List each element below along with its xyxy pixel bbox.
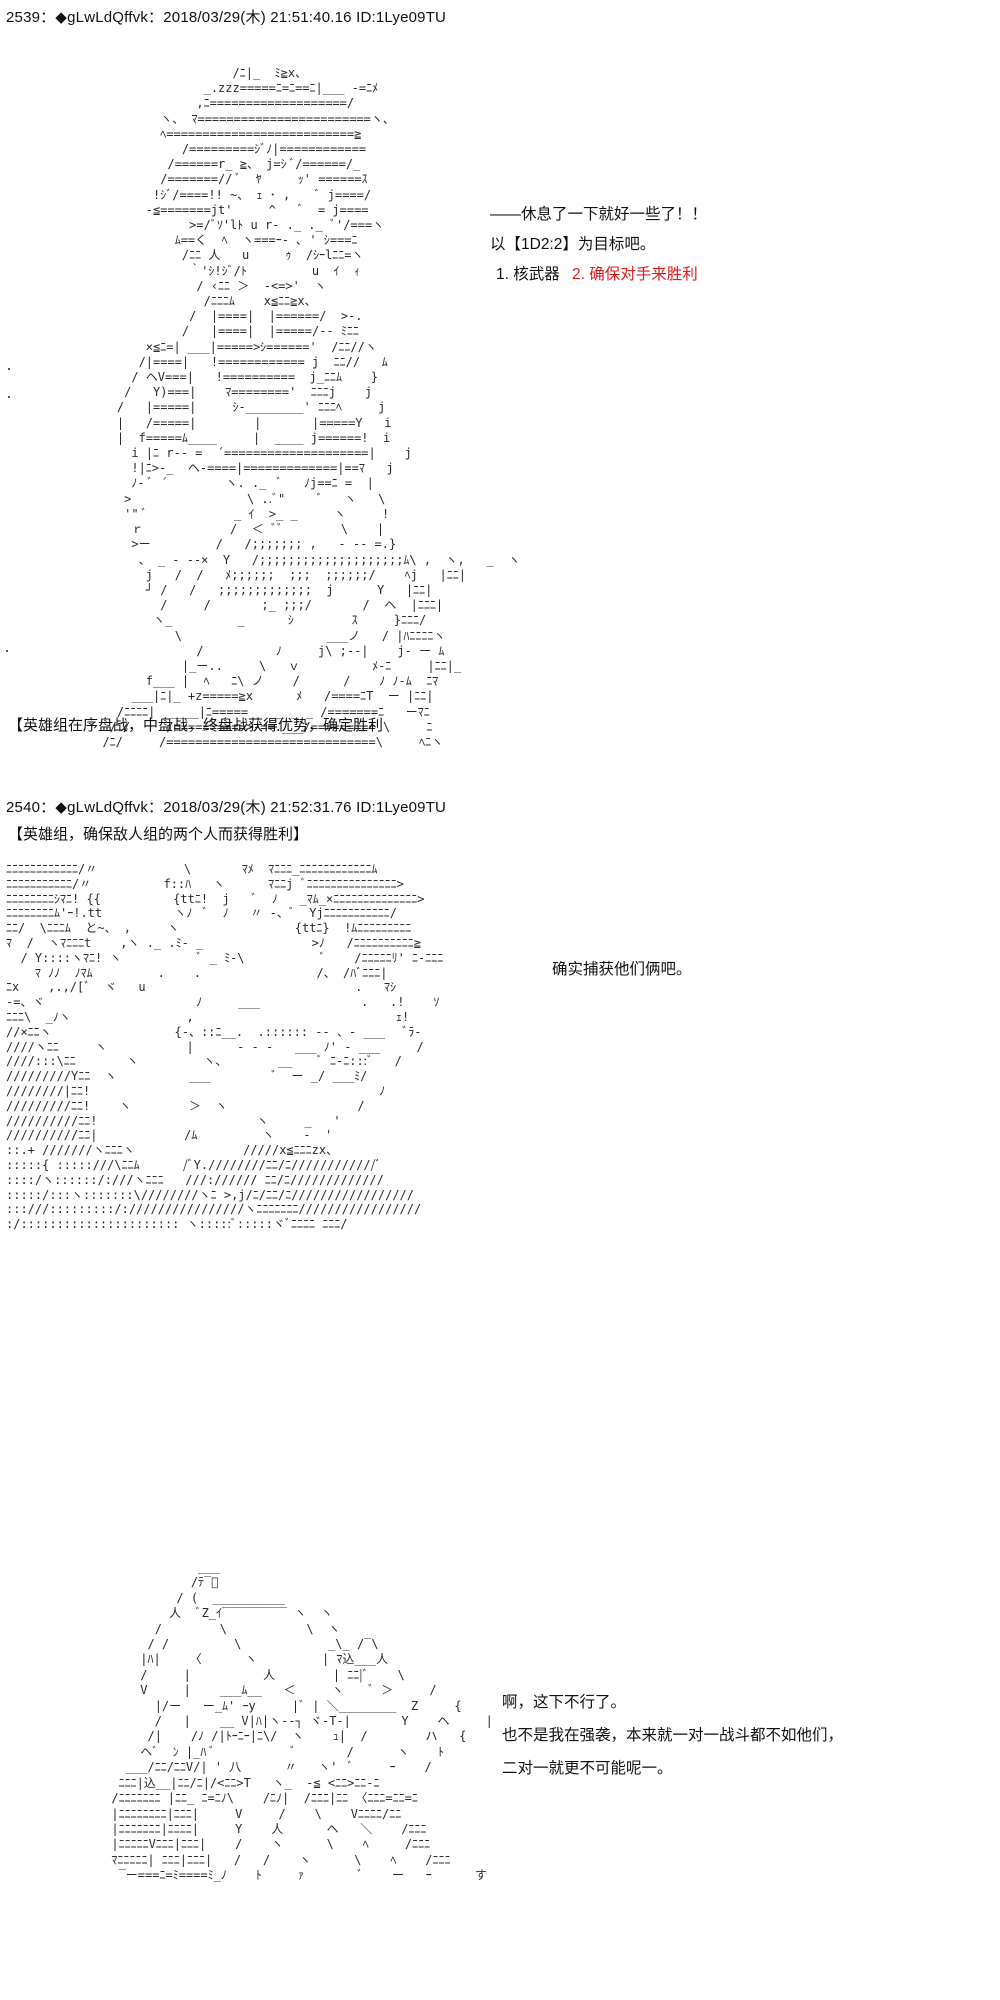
speech-line-roll-target: 以【1D2:2】为目标吧。 — [490, 236, 656, 253]
stray-dot — [6, 650, 8, 652]
speech-two-on-one: 二对一就更不可能呢一。 — [502, 1760, 673, 1777]
speech-not-me-raiding: 也不是我在强袭，本来就一对一战斗都不如他们， — [502, 1727, 844, 1744]
stray-dot — [8, 396, 10, 398]
ascii-art-scene-capture: ﾆﾆﾆﾆﾆﾆﾆﾆﾆﾆﾆﾆ/〃 \ ﾏﾒ ﾏﾆﾆﾆ_ﾆﾆﾆﾆﾆﾆﾆﾆﾆﾆﾆﾆﾑ ﾆ… — [6, 862, 444, 1232]
options-row: 1. 核武器 2. 确保对手来胜利 — [496, 262, 698, 284]
option-1-nuke: 1. 核武器 — [496, 266, 560, 283]
speech-no-good: 啊，这下不行了。 — [502, 1694, 627, 1711]
stray-dot — [8, 368, 10, 370]
speech-line-rest: ——休息了一下就好一些了！！ — [490, 206, 708, 223]
post-2539-footer: 【英雄组在序盘战，中盘战，终盘战获得优势，确定胜利 — [8, 717, 384, 734]
speech-capture-them: 确实捕获他们俩吧。 — [552, 961, 692, 978]
ascii-art-character-1: /ﾆ|_ ﾐ≧x、 _.zzz=====ﾆ=ﾆ==ﾆ|___ -=ﾆﾒ ,ﾆ==… — [102, 66, 521, 749]
option-2-secure-victory: 2. 确保对手来胜利 — [572, 266, 698, 283]
post-header-2539: 2539：◆gLwLdQffvk：2018/03/29(木) 21:51:40.… — [6, 9, 447, 26]
ascii-art-character-2: ___ /ﾃ‾ﾞ / ( __________ 人 ﾞZ_ｲ‾‾‾‾‾‾‾‾‾ … — [111, 1560, 493, 1883]
post-2540-subtitle: 【英雄组，确保敌人组的两个人而获得胜利】 — [8, 826, 309, 843]
post-header-2540: 2540：◆gLwLdQffvk：2018/03/29(木) 21:52:31.… — [6, 799, 447, 816]
